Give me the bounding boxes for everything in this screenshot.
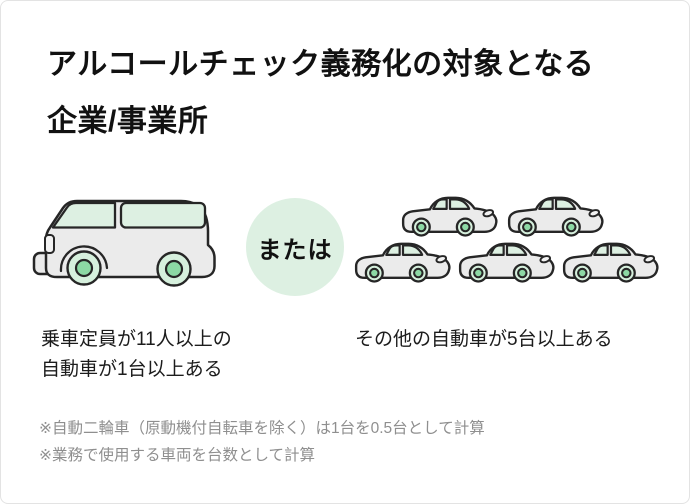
footnote-2: ※業務で使用する車両を台数として計算 bbox=[39, 447, 316, 464]
cars-caption: その他の自動車が5台以上ある bbox=[355, 325, 613, 355]
page-title: アルコールチェック義務化の対象となる 企業/事業所 bbox=[47, 36, 594, 150]
cars-row-1 bbox=[400, 195, 663, 239]
or-badge: または bbox=[246, 198, 344, 296]
van-caption-line2: 自動車が1台以上ある bbox=[41, 359, 223, 380]
van-icon bbox=[32, 199, 216, 287]
cars-illustration bbox=[353, 195, 663, 285]
van-caption-line1: 乗車定員が11人以上の bbox=[41, 329, 232, 350]
van-illustration bbox=[31, 197, 221, 292]
van-caption: 乗車定員が11人以上の 自動車が1台以上ある bbox=[41, 325, 232, 385]
car-icon bbox=[354, 242, 451, 283]
page-title-line1: アルコールチェック義務化の対象となる bbox=[47, 48, 595, 81]
cars-caption-line: その他の自動車が5台以上ある bbox=[355, 329, 613, 350]
car-icon bbox=[562, 242, 659, 283]
cars-row-2 bbox=[353, 241, 663, 285]
footnote-1: ※自動二輪車（原動機付自転車を除く）は1台を0.5台として計算 bbox=[39, 420, 485, 437]
car-icon bbox=[401, 196, 498, 237]
page-title-line2: 企業/事業所 bbox=[47, 105, 209, 138]
or-badge-label: または bbox=[257, 236, 333, 264]
footnotes: ※自動二輪車（原動機付自転車を除く）は1台を0.5台として計算 ※業務で使用する… bbox=[39, 415, 485, 469]
car-icon bbox=[458, 242, 555, 283]
car-icon bbox=[507, 196, 604, 237]
